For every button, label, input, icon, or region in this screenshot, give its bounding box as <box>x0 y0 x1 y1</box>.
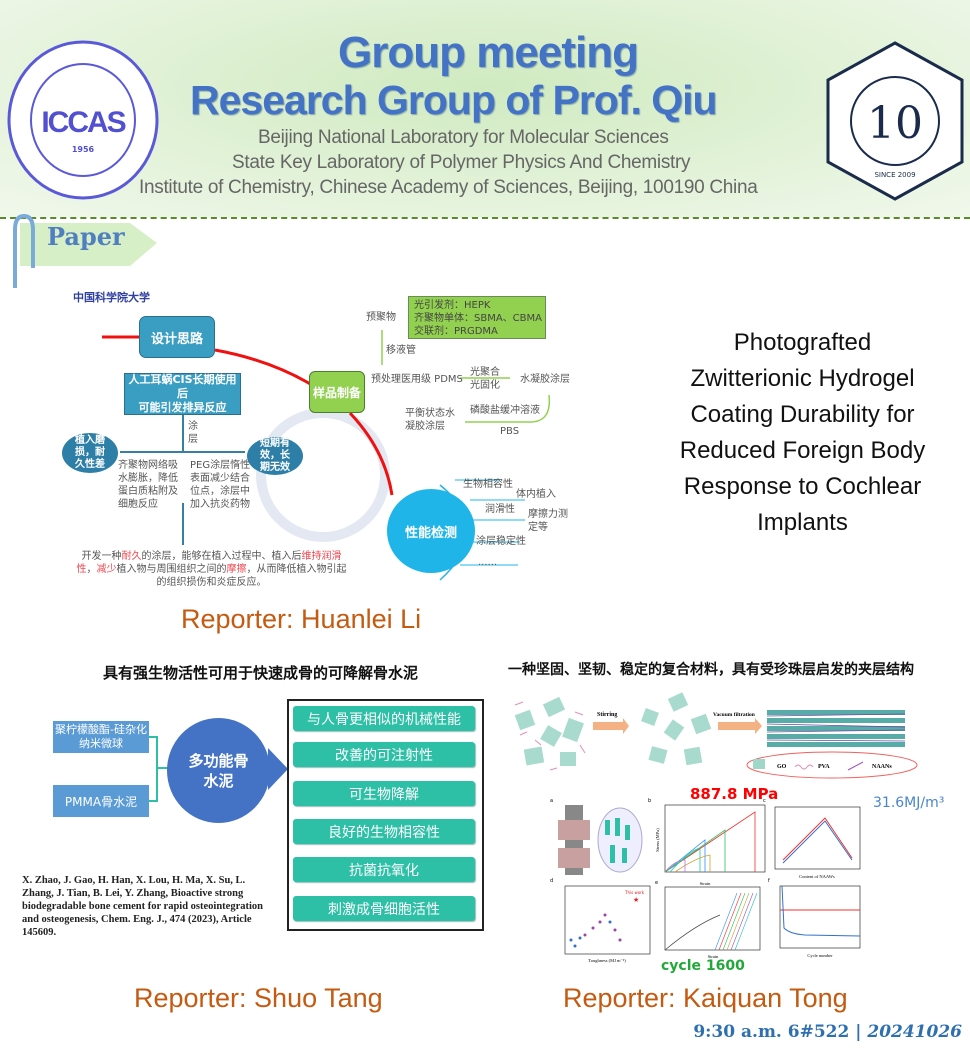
svg-text:Toughness (MJ m⁻³): Toughness (MJ m⁻³) <box>588 958 626 963</box>
group-logo: 10 SINCE 2009 <box>826 41 964 201</box>
header-banner <box>0 0 970 218</box>
test-5: 涂层稳定性 <box>476 536 526 547</box>
test-6: ...... <box>478 557 498 568</box>
photo-2: 光固化 <box>470 380 500 391</box>
reporter-2: Reporter: Shuo Tang <box>134 983 383 1013</box>
pipette: 移液管 <box>386 345 416 356</box>
svg-text:d: d <box>550 878 553 884</box>
header-divider <box>0 217 970 219</box>
svg-text:Content of NAAWs: Content of NAAWs <box>799 874 835 879</box>
left-text: 齐聚物网络吸水膨胀，降低蛋白质粘附及细胞反应 <box>118 460 178 510</box>
node-left: 植入磨损，耐久性差 <box>62 433 118 473</box>
paper3-title: 一种坚固、坚韧、稳定的复合材料，具有受珍珠层启发的夹层结构 <box>508 662 914 678</box>
reporter-1: Reporter: Huanlei Li <box>181 604 422 634</box>
svg-text:NAANs: NAANs <box>872 764 892 770</box>
feature-item: 刺激成骨细胞活性 <box>293 896 475 921</box>
prepolymer: 预聚物 <box>366 312 396 323</box>
pdms: 预处理医用级 PDMS <box>371 374 463 385</box>
paper2-title: 具有强生物活性可用于快速成骨的可降解骨水泥 <box>103 664 419 682</box>
feature-item: 与人骨更相似的机械性能 <box>293 706 475 731</box>
svg-text:This work: This work <box>624 890 645 895</box>
test-1: 生物相容性 <box>463 479 513 490</box>
node-sample: 样品制备 <box>309 371 365 413</box>
iccas-logo: ICCAS 1956 <box>7 40 159 200</box>
group-title: Research Group of Prof. Qiu <box>190 77 718 123</box>
hydrogel: 水凝胶涂层 <box>520 374 570 385</box>
meeting-time: 9:30 a.m. 6#522 | 20241026 <box>693 1022 962 1042</box>
svg-text:c: c <box>763 798 766 804</box>
svg-text:PVA: PVA <box>818 764 830 770</box>
svg-text:a: a <box>550 798 553 804</box>
test-4: 摩擦力测定等 <box>528 509 568 533</box>
coating-label: 涂层 <box>188 421 198 445</box>
cycle-annotation: cycle 1600 <box>661 958 745 974</box>
svg-text:Strain: Strain <box>708 954 719 959</box>
node-right: 短期有效，长期无效 <box>247 437 303 475</box>
meeting-date: 20241026 <box>867 1022 962 1042</box>
equilibrium: 平衡状态水凝胶涂层 <box>405 408 455 432</box>
paper-tab-shape <box>13 213 157 288</box>
svg-text:Stress (MPa): Stress (MPa) <box>655 828 660 852</box>
test-2: 体内植入 <box>516 489 556 500</box>
svg-text:Stirring: Stirring <box>597 712 617 718</box>
svg-text:1956: 1956 <box>72 145 95 154</box>
svg-text:GO: GO <box>777 764 787 770</box>
ucas-logo: 中国科学院大学 <box>73 291 150 304</box>
section-tab-paper: Paper <box>47 222 125 251</box>
feature-item: 良好的生物相容性 <box>293 819 475 844</box>
reporter-3: Reporter: Kaiquan Tong <box>563 983 848 1013</box>
node-design: 设计思路 <box>139 316 215 358</box>
svg-text:SINCE 2009: SINCE 2009 <box>874 171 915 179</box>
test-3: 润滑性 <box>485 504 515 515</box>
svg-text:Strain: Strain <box>700 881 711 886</box>
toughness-annotation: 31.6MJ/m³ <box>873 795 945 811</box>
citation: X. Zhao, J. Gao, H. Han, X. Lou, H. Ma, … <box>22 875 263 938</box>
feature-item: 可生物降解 <box>293 781 475 806</box>
pbs-solution: 磷酸盐缓冲溶液 <box>470 405 540 416</box>
affiliation-3: Institute of Chemistry, Chinese Academy … <box>139 177 758 198</box>
svg-text:f: f <box>768 878 770 884</box>
feature-item: 改善的可注射性 <box>293 742 475 767</box>
feature-item: 抗菌抗氧化 <box>293 857 475 882</box>
affiliation-2: State Key Laboratory of Polymer Physics … <box>232 152 691 173</box>
svg-text:10: 10 <box>867 98 923 149</box>
photo-1: 光聚合 <box>470 367 500 378</box>
pbs: PBS <box>500 426 520 437</box>
svg-text:Cycle number: Cycle number <box>807 953 833 958</box>
features-box <box>287 699 484 931</box>
problem-box: 人工耳蜗CIS长期使用后可能引发排异反应 <box>124 373 241 415</box>
svg-text:b: b <box>648 798 651 804</box>
svg-text:Vacuum filtration: Vacuum filtration <box>713 712 755 718</box>
affiliation-1: Beijing National Laboratory for Molecula… <box>258 127 669 148</box>
paperclip-icon <box>13 213 35 288</box>
input-pmma: PMMA骨水泥 <box>53 785 149 817</box>
right-text: PEG涂层惰性表面减少结合位点，涂层中加入抗炎药物 <box>190 460 251 510</box>
node-test: 性能检测 <box>387 489 475 573</box>
svg-text:e: e <box>655 880 658 886</box>
composite-figure: Stirring Vacuum filtration GO PVA NAANs … <box>514 692 918 963</box>
center-node: 多功能骨水泥 <box>167 718 270 823</box>
goal-text: 开发一种耐久的涂层，能够在植入过程中、植入后维持润滑性，减少植入物与周围组织之间… <box>76 551 347 588</box>
strength-annotation: 887.8 MPa <box>690 785 779 803</box>
meeting-title: Group meeting <box>338 28 639 77</box>
svg-text:★: ★ <box>633 896 639 904</box>
input-microspheres: 聚柠檬酸酯-硅杂化纳米微球 <box>53 721 149 753</box>
svg-text:ICCAS: ICCAS <box>41 106 125 139</box>
